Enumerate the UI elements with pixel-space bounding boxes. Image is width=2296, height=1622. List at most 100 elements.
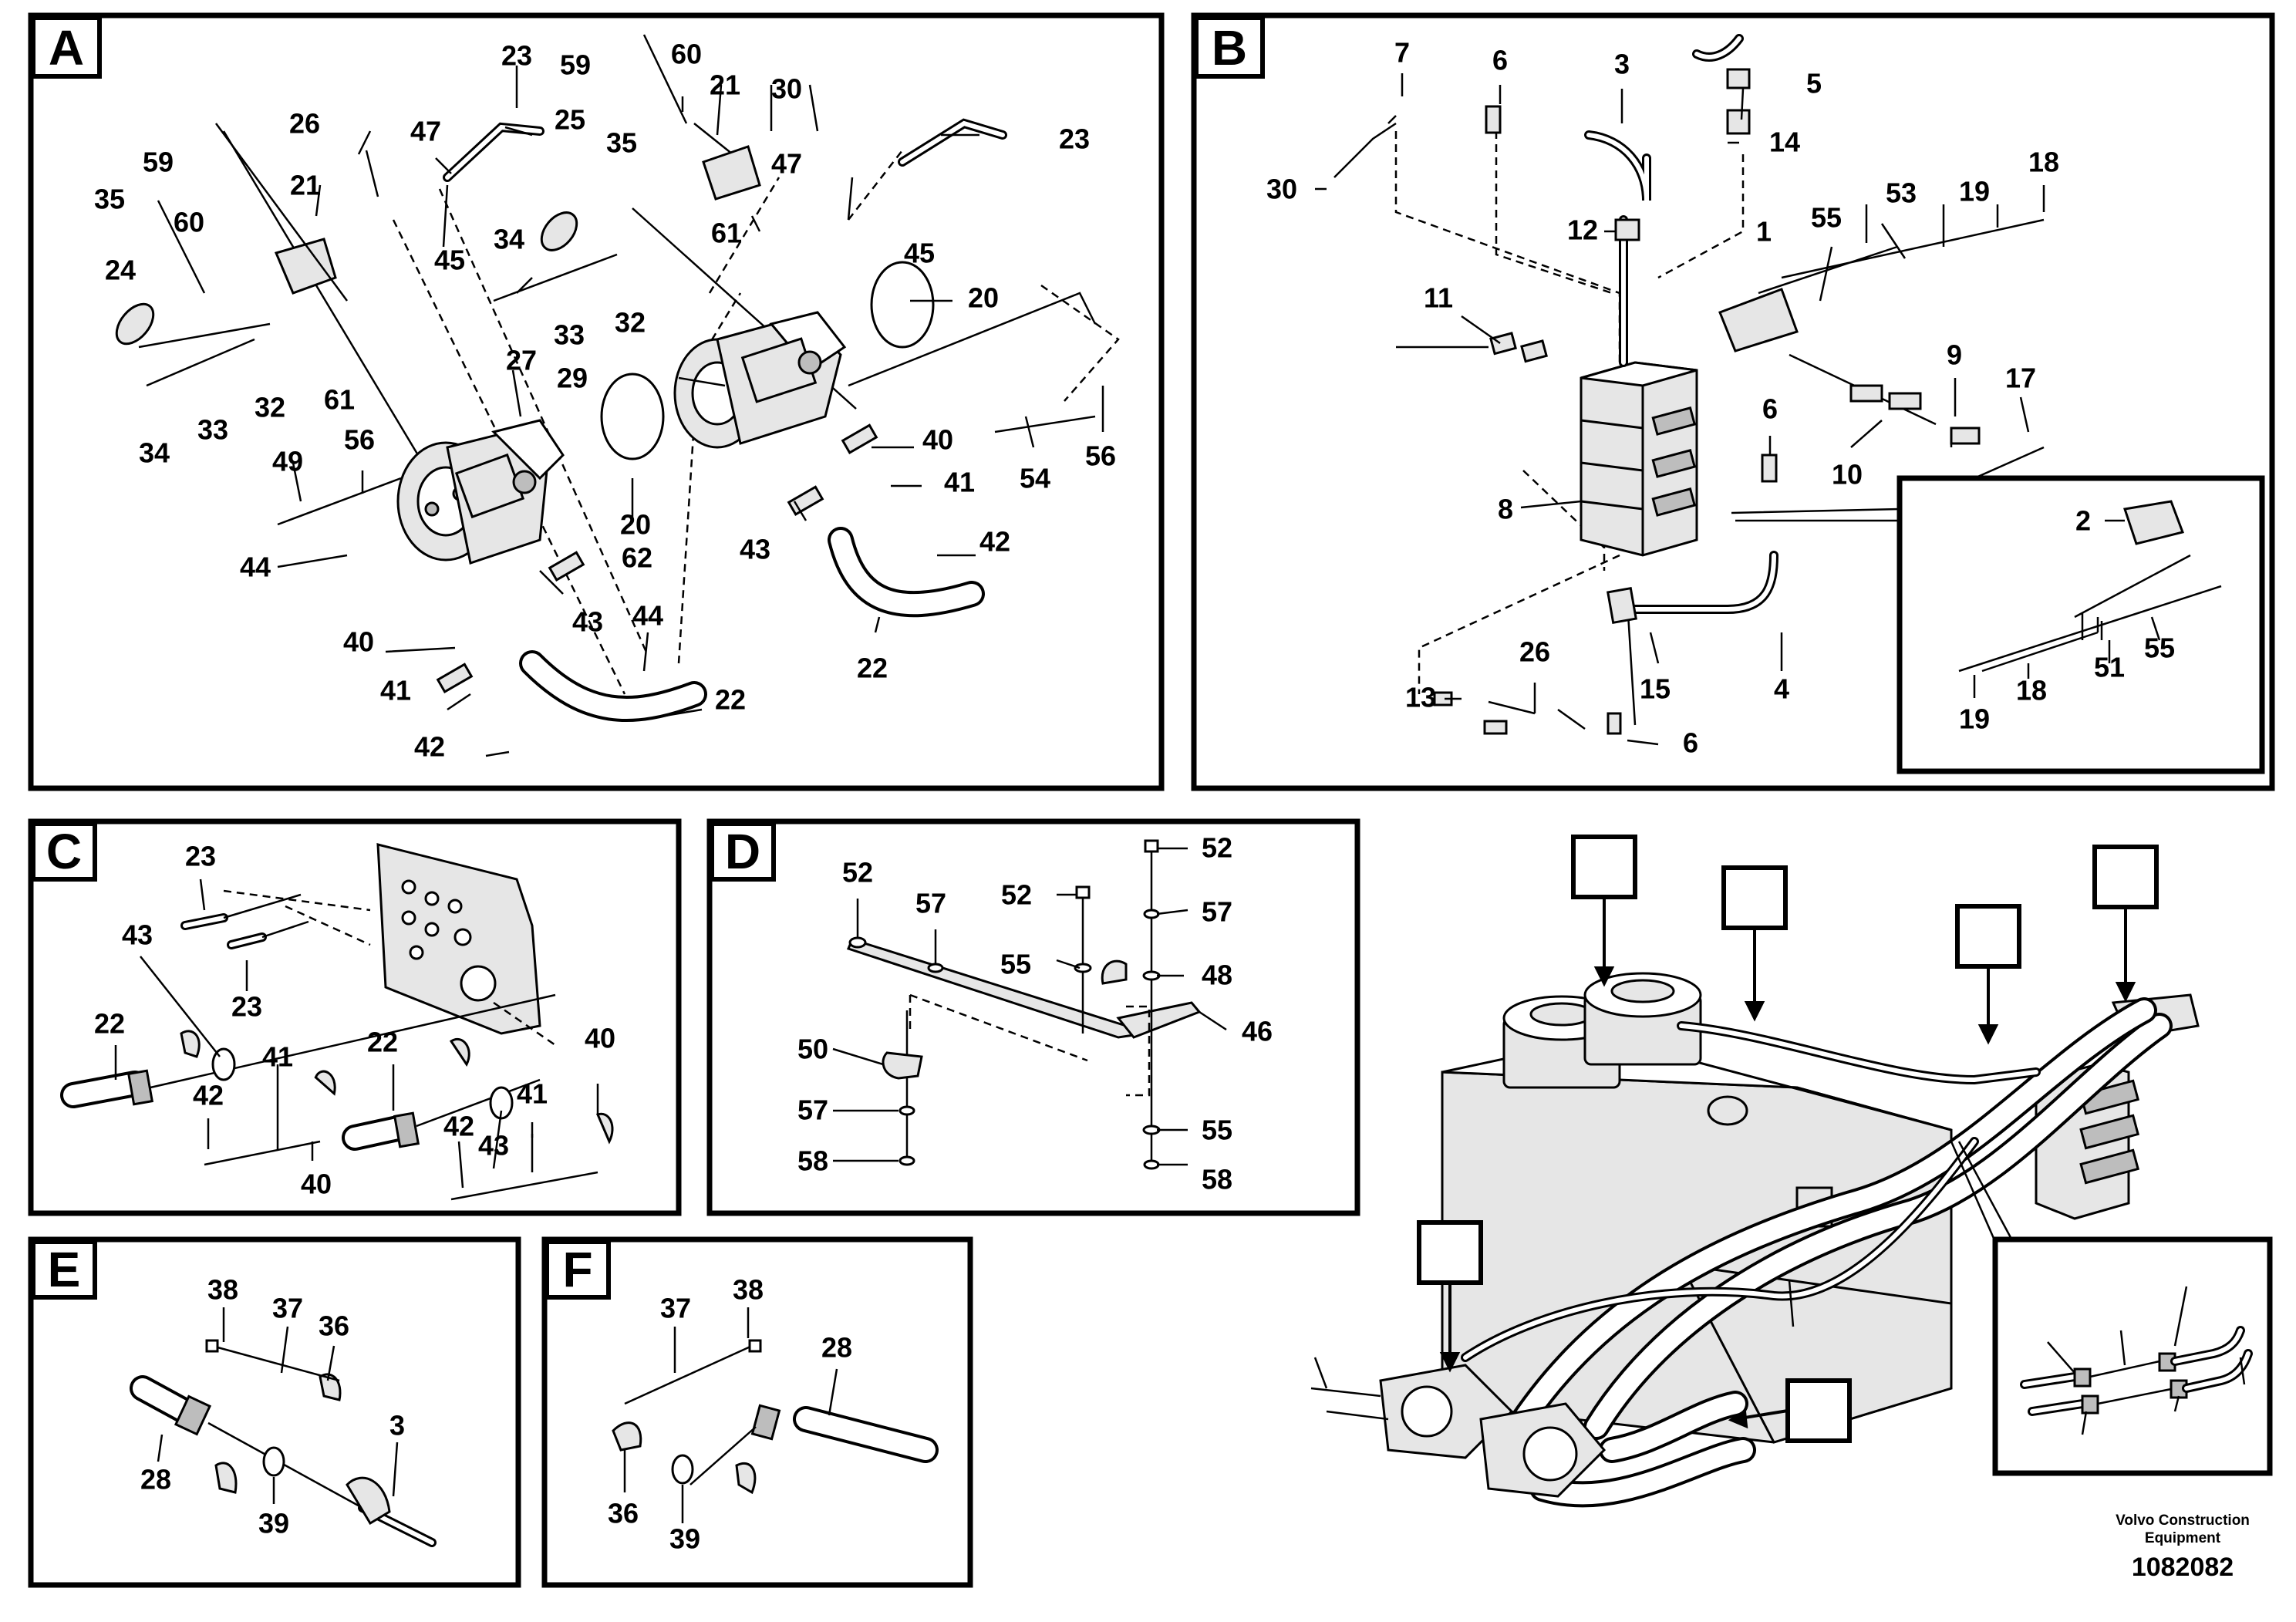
label: 59 — [143, 147, 174, 178]
label: 58 — [1202, 1164, 1232, 1195]
bracket-2 — [2123, 500, 2184, 545]
label: 40 — [585, 1023, 615, 1054]
label: 57 — [1202, 896, 1232, 928]
block-21-right — [702, 145, 761, 201]
label: 19 — [1959, 703, 1990, 735]
label: 60 — [671, 39, 702, 70]
label: 9 — [1947, 339, 1962, 371]
label: 38 — [207, 1274, 238, 1306]
flange-3 — [346, 1476, 391, 1526]
label: 32 — [255, 392, 285, 423]
label: 34 — [139, 437, 170, 469]
label: 47 — [410, 116, 441, 147]
panel-a-frame — [28, 12, 1165, 791]
label: 43 — [478, 1130, 509, 1162]
o-ring-20-left — [600, 373, 665, 460]
label: 22 — [857, 653, 888, 684]
label: 11 — [1424, 282, 1453, 314]
label: 24 — [105, 255, 136, 286]
panel-b-frame — [1191, 12, 2275, 791]
label: 52 — [842, 857, 873, 889]
label: 61 — [711, 218, 742, 249]
overview-inset-frame — [1992, 1236, 2273, 1476]
label: 22 — [367, 1027, 398, 1058]
label: 23 — [501, 40, 532, 72]
label: 40 — [301, 1168, 332, 1200]
label: 56 — [1085, 440, 1116, 472]
label: 56 — [344, 424, 375, 456]
label: 8 — [1498, 494, 1513, 525]
label: 45 — [904, 238, 935, 269]
brand-line-1: Volvo Construction — [2116, 1512, 2250, 1529]
label: 53 — [1886, 177, 1917, 209]
label: 15 — [1640, 673, 1671, 705]
label: 20 — [620, 509, 651, 541]
panel-a: A — [28, 12, 1165, 791]
panel-d: D 52 52 57 52 57 55 48 50 46 57 — [706, 818, 1360, 1216]
label: 48 — [1202, 959, 1232, 991]
label: 37 — [272, 1293, 303, 1324]
label: 49 — [272, 446, 303, 477]
label: 55 — [1000, 949, 1031, 980]
label: 20 — [968, 282, 999, 314]
label: 55 — [2144, 632, 2175, 664]
label: 43 — [122, 919, 153, 951]
bracket-1 — [1718, 288, 1799, 352]
label: 44 — [240, 551, 271, 583]
label: 46 — [1242, 1016, 1273, 1047]
label: 26 — [1519, 636, 1550, 668]
callout-C — [1728, 1378, 1852, 1443]
valve-bank-8 — [1580, 361, 1698, 557]
label: 33 — [554, 319, 585, 351]
label: 1 — [1756, 216, 1772, 248]
label: 41 — [944, 467, 975, 498]
label: 39 — [258, 1508, 289, 1539]
label: 42 — [193, 1080, 224, 1111]
pump-left — [396, 419, 565, 565]
label: 3 — [1614, 49, 1630, 80]
panel-b: B — [1191, 12, 2275, 791]
label: 57 — [797, 1094, 828, 1126]
fitting-6-top — [1485, 105, 1502, 134]
label: 36 — [319, 1310, 349, 1342]
callout-D — [1955, 904, 2021, 1045]
label: 43 — [740, 534, 770, 565]
label: 38 — [733, 1274, 764, 1306]
o-ring-20-right — [870, 261, 935, 349]
label: 23 — [1059, 123, 1090, 155]
panel-c-letter: C — [46, 824, 82, 879]
label: 57 — [915, 888, 946, 919]
label: 30 — [771, 73, 802, 105]
label: 40 — [343, 626, 374, 658]
label: 55 — [1811, 202, 1842, 234]
clamp-50 — [882, 1051, 923, 1080]
panel-c-letter-box — [31, 821, 97, 882]
label: 17 — [2005, 363, 2036, 394]
panel-d-frame — [706, 818, 1360, 1216]
pump-right — [673, 311, 847, 449]
label: 22 — [715, 684, 746, 716]
panel-d-letter: D — [725, 824, 760, 879]
label: 60 — [174, 207, 204, 238]
label: 14 — [1769, 126, 1800, 158]
label: 25 — [555, 104, 585, 136]
panel-f-letter: F — [562, 1242, 592, 1297]
label: 26 — [289, 108, 320, 140]
label: 28 — [821, 1332, 852, 1364]
label: 5 — [1806, 68, 1822, 99]
panel-e-frame — [28, 1236, 521, 1588]
overview-pumps — [1310, 1357, 1607, 1498]
label: 55 — [1202, 1114, 1232, 1146]
label: 61 — [324, 384, 355, 416]
label: 41 — [380, 675, 411, 706]
label: 6 — [1683, 727, 1698, 759]
label: 43 — [572, 606, 603, 638]
panel-e: E 38 37 36 3 28 39 — [28, 1236, 521, 1588]
panel-b-letter-box — [1194, 15, 1265, 79]
panel-a-letter: A — [49, 20, 84, 76]
label: 58 — [797, 1145, 828, 1177]
label: 35 — [94, 184, 125, 215]
label: 30 — [1266, 174, 1297, 205]
label: 33 — [197, 414, 228, 446]
label: 19 — [1959, 176, 1990, 207]
